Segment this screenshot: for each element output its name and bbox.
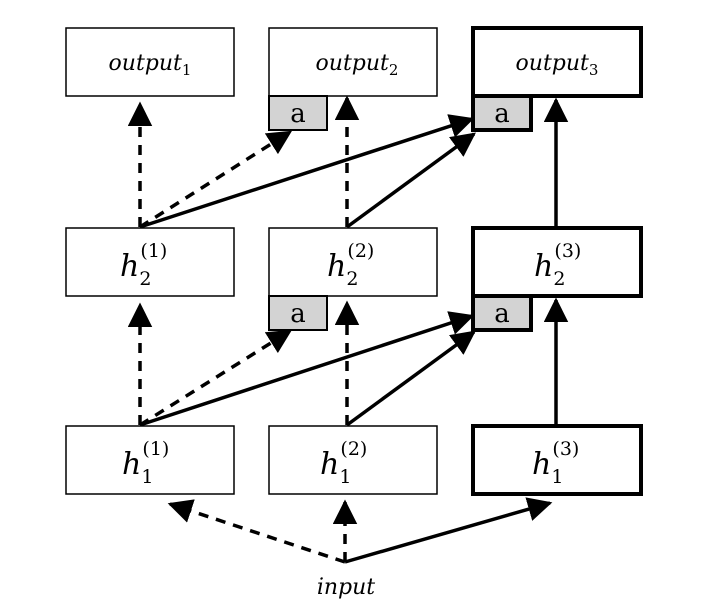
- h-subscript: 2: [346, 268, 358, 290]
- adapters: a a a a: [268, 94, 533, 332]
- edge-input-to-h1-col3: [344, 497, 553, 564]
- h-subscript: 2: [139, 268, 151, 290]
- edge-h1c2-to-adapter-col3: [345, 330, 476, 427]
- h1-box-col2: h1 (2): [268, 425, 438, 495]
- svg-text:h2(1): h2 (1): [120, 240, 167, 290]
- h-superscript: (2): [340, 438, 367, 460]
- h-subscript: 1: [141, 466, 153, 488]
- h-label: h: [122, 447, 141, 482]
- h-superscript: (2): [347, 240, 374, 262]
- edge-h2c1-to-adapter-out3: [139, 114, 475, 229]
- adapter-label: a: [290, 299, 306, 329]
- svg-text:h2(2): h2 (2): [327, 240, 374, 290]
- input-label: input: [317, 575, 375, 600]
- output-subscript: 2: [389, 61, 399, 79]
- hidden-layer-2-row: h2(1) h2(2) h2(3): [65, 226, 643, 298]
- h-superscript: (1): [140, 240, 167, 262]
- h-label: h: [532, 447, 551, 482]
- adapter-label: a: [494, 99, 510, 129]
- output-subscript: 3: [589, 61, 599, 79]
- svg-text:h2(3): h2 (3): [534, 240, 581, 290]
- adapter-h2-col3: a: [471, 294, 533, 332]
- h1-box-col3: h1 (3): [471, 424, 643, 496]
- edge-input-to-h1-col1: [167, 499, 346, 564]
- adapter-output-col2: a: [268, 95, 328, 131]
- edges: [127, 95, 569, 564]
- svg-text:output3: output3: [516, 51, 599, 79]
- h-subscript: 2: [553, 268, 565, 290]
- output-box-col1: output1: [65, 27, 235, 97]
- h-subscript: 1: [339, 466, 351, 488]
- output-label: output: [109, 51, 183, 76]
- h-superscript: (3): [554, 240, 581, 262]
- adapter-h2-col2: a: [268, 295, 328, 331]
- h-label: h: [320, 447, 339, 482]
- h-subscript: 1: [551, 466, 563, 488]
- output-row: output1 output2 output3: [65, 26, 643, 98]
- edge-h2c2-to-adapter-out3: [345, 132, 476, 229]
- h2-box-col1: h2 (1): [65, 227, 235, 297]
- edge-h1c1-to-adapter-col2: [139, 329, 293, 427]
- h2-box-col3: h2 (3): [471, 226, 643, 298]
- h-label: h: [534, 249, 553, 284]
- output-box-col2: output2: [268, 27, 438, 97]
- svg-text:h1(1): h1 (1): [122, 438, 169, 488]
- svg-text:output2: output2: [316, 51, 399, 79]
- output-label: output: [316, 51, 390, 76]
- output-box-col3: output3: [471, 26, 643, 98]
- h-superscript: (3): [552, 438, 579, 460]
- svg-text:h1(2): h1 (2): [320, 438, 367, 488]
- adapter-label: a: [494, 299, 510, 329]
- svg-text:h1(3): h1 (3): [532, 438, 579, 488]
- h2-box-col2: h2 (2): [268, 227, 438, 297]
- hidden-layer-1-row: h1(1) h1(2) h1(3): [65, 424, 643, 496]
- svg-text:output1: output1: [109, 51, 192, 79]
- adapter-label: a: [290, 99, 306, 129]
- adapter-output-col3: a: [471, 94, 533, 132]
- h-superscript: (1): [142, 438, 169, 460]
- output-subscript: 1: [182, 61, 192, 79]
- h1-box-col1: h1 (1): [65, 425, 235, 495]
- edge-h1c1-to-adapter-col3: [139, 311, 475, 427]
- edge-h2c1-to-adapter-out2: [139, 130, 293, 229]
- output-label: output: [516, 51, 590, 76]
- h-label: h: [327, 249, 346, 284]
- h-label: h: [120, 249, 139, 284]
